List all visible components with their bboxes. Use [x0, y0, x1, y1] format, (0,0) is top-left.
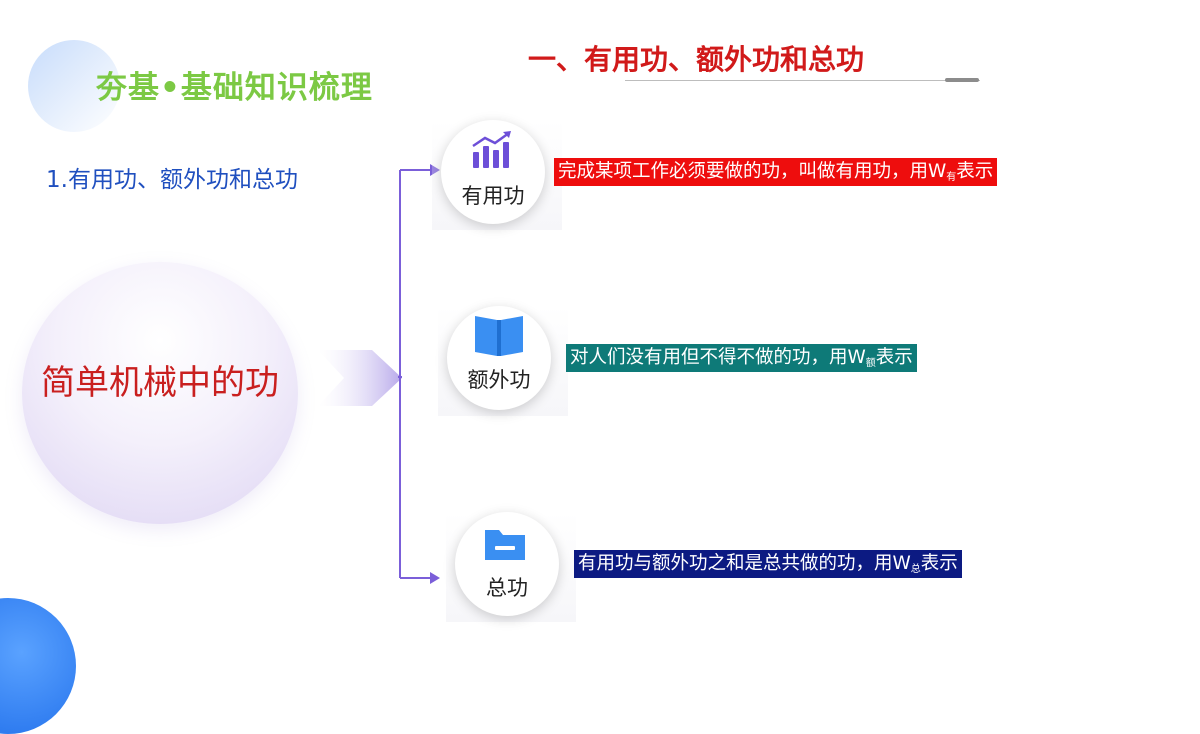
node-total-work: 总功: [455, 512, 559, 616]
definition-subscript: 额: [865, 358, 876, 369]
node-extra-work: 额外功: [447, 306, 551, 410]
open-book-icon: [475, 316, 523, 356]
definition-total-work: 有用功与额外功之和是总共做的功，用W总表示: [574, 550, 962, 578]
section-tag: 夯基•基础知识梳理: [96, 70, 373, 106]
arrowhead-bottom: [430, 572, 440, 584]
decorative-blob-top: [28, 40, 120, 132]
node-label-total-work: 总功: [486, 576, 528, 600]
title-underline: [625, 80, 980, 81]
central-concept-circle: [22, 262, 298, 524]
definition-suffix: 表示: [875, 347, 913, 368]
chevron-arrow-icon: [318, 350, 402, 406]
folder-icon: [485, 530, 525, 560]
page-title: 一、有用功、额外功和总功: [528, 43, 865, 76]
definition-text: 对人们没有用但不得不做的功，用W: [570, 347, 866, 368]
title-underline-accent: [945, 78, 979, 82]
definition-suffix: 表示: [920, 553, 958, 574]
node-useful-work: 有用功: [441, 120, 545, 224]
definition-suffix: 表示: [956, 161, 994, 182]
decorative-blob-bottom: [0, 598, 76, 734]
central-concept-label: 简单机械中的功: [41, 363, 279, 403]
definition-useful-work: 完成某项工作必须要做的功，叫做有用功，用W有表示: [554, 158, 998, 186]
bar-chart-up-arrow-icon: [472, 131, 511, 168]
definition-subscript: 有: [946, 172, 957, 183]
node-label-extra-work: 额外功: [467, 368, 531, 392]
definition-extra-work: 对人们没有用但不得不做的功，用W额表示: [566, 344, 917, 372]
subheading: 1.有用功、额外功和总功: [46, 167, 298, 193]
definition-text: 完成某项工作必须要做的功，叫做有用功，用W: [558, 161, 947, 182]
node-label-useful-work: 有用功: [461, 184, 525, 208]
definition-text: 有用功与额外功之和是总共做的功，用W: [578, 553, 911, 574]
definition-subscript: 总: [910, 564, 921, 575]
